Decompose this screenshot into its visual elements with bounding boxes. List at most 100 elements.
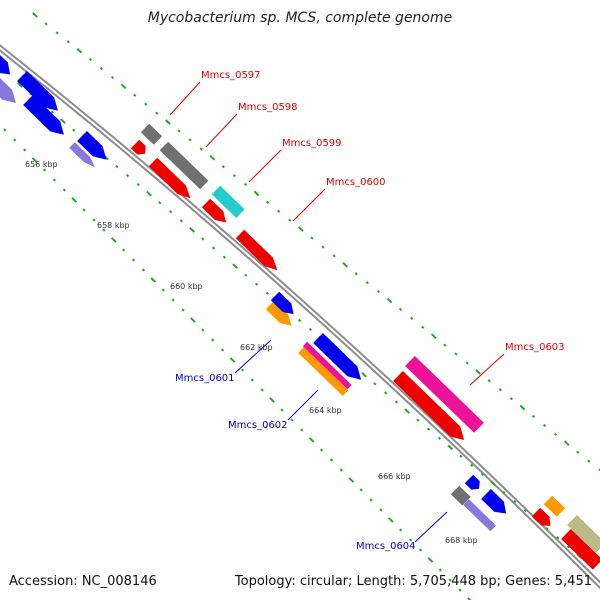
gc-dot — [150, 277, 157, 283]
gc-dot — [437, 436, 442, 440]
gc-dot — [222, 255, 226, 259]
gene-leader-line — [248, 149, 282, 183]
gc-dot — [361, 372, 368, 378]
gc-dot — [332, 254, 336, 258]
gc-dot — [523, 509, 528, 513]
gc-dot — [300, 428, 304, 432]
gc-dot — [447, 444, 454, 451]
gene-leader-line — [205, 113, 238, 148]
accession-label: Accession: NC_008146 — [9, 574, 157, 589]
gene-feature — [69, 142, 95, 168]
gc-dot — [386, 297, 393, 304]
gene-leader-line — [234, 339, 272, 374]
gc-dot — [288, 218, 292, 222]
gc-dot — [443, 343, 447, 347]
gc-dot — [232, 173, 237, 178]
gene-leader-line — [414, 511, 448, 543]
gene-feature — [0, 54, 11, 75]
gc-dot — [459, 454, 463, 458]
gc-dot — [454, 352, 458, 356]
gc-dot — [342, 261, 349, 268]
gc-dot — [250, 378, 254, 382]
gc-dot — [211, 338, 215, 342]
gc-dot — [427, 427, 431, 431]
gene-feature — [23, 95, 64, 135]
gc-dot — [168, 210, 173, 214]
gc-dot — [421, 325, 425, 329]
gc-dot — [365, 281, 369, 285]
gc-dot — [277, 209, 281, 213]
gene-label: Mmcs_0598 — [238, 102, 298, 113]
gc-dot — [339, 468, 343, 472]
gc-dot — [373, 382, 377, 386]
gc-dot — [519, 404, 526, 411]
gc-dot — [554, 432, 558, 436]
gene-feature — [201, 198, 227, 223]
gc-dot — [458, 588, 462, 592]
gc-dot — [379, 508, 383, 512]
gc-dot — [232, 263, 238, 269]
gene-feature — [265, 300, 292, 326]
gene-feature — [543, 495, 566, 517]
gc-dot — [290, 418, 294, 422]
gc-dot — [179, 219, 183, 223]
gc-dot — [404, 408, 411, 414]
gc-dot — [144, 102, 148, 106]
gc-dot — [418, 548, 423, 552]
gc-dot — [209, 154, 216, 161]
gc-dot — [82, 208, 86, 212]
gene-feature — [481, 489, 507, 514]
gc-dot — [146, 190, 152, 197]
gc-dot — [427, 557, 434, 563]
gc-dot — [181, 308, 185, 312]
gc-dot — [297, 318, 302, 323]
gene-feature — [531, 507, 551, 526]
gc-dot — [220, 348, 225, 352]
gene-feature — [567, 515, 600, 553]
gc-dot — [430, 333, 437, 339]
gc-dot — [321, 245, 325, 249]
scale-tick-label: 656 kbp — [25, 160, 58, 169]
gc-dot — [556, 536, 560, 540]
gc-dot — [394, 400, 399, 404]
gc-dot — [221, 165, 225, 169]
gc-dot — [155, 111, 159, 115]
gc-dot — [171, 298, 175, 302]
gc-dot — [141, 268, 146, 272]
gene-feature — [405, 356, 484, 433]
gc-dot — [398, 307, 403, 312]
gc-dot — [416, 418, 420, 422]
gc-dot — [319, 448, 324, 452]
gene-leader-line — [287, 389, 319, 421]
gc-dot — [122, 248, 126, 252]
gene-label: Mmcs_0597 — [201, 70, 261, 81]
gc-dot — [253, 190, 260, 197]
gene-feature — [463, 499, 497, 532]
gc-dot — [354, 272, 358, 276]
gene-feature — [561, 529, 600, 570]
gc-dot — [131, 258, 136, 262]
gc-dot — [531, 414, 536, 419]
gc-dot — [177, 129, 181, 133]
scale-tick-label: 668 kbp — [445, 536, 478, 545]
gc-dot — [201, 237, 205, 241]
gc-dot — [102, 228, 106, 232]
gene-leader-line — [292, 188, 326, 222]
gc-dot — [545, 527, 549, 531]
gc-dot — [188, 138, 192, 142]
gc-dot — [110, 237, 117, 243]
backbone-outer — [0, 44, 600, 590]
gene-label: Mmcs_0601 — [175, 373, 235, 384]
gene-feature — [148, 157, 191, 199]
gc-dot — [44, 22, 48, 26]
gc-dot — [62, 188, 66, 192]
gene-feature — [302, 341, 352, 390]
gene-feature — [77, 131, 107, 160]
gene-feature — [140, 123, 163, 145]
gc-dot — [136, 182, 140, 187]
gc-dot — [408, 538, 413, 542]
gc-dot — [133, 93, 137, 97]
gc-dot — [17, 82, 23, 88]
gene-feature — [235, 229, 278, 271]
gc-dot — [542, 423, 547, 428]
